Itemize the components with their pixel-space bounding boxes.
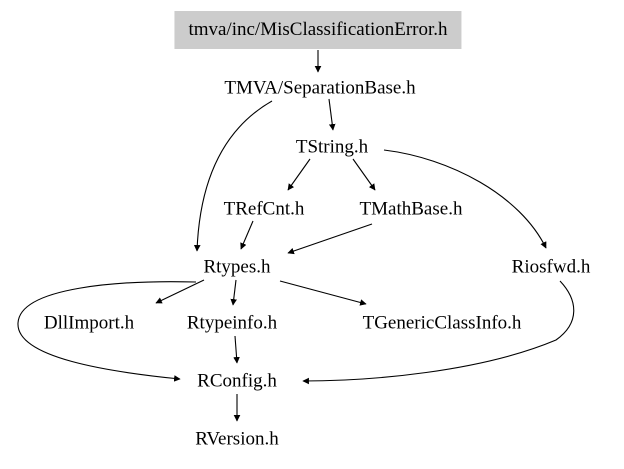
edge-rtypeinfo-to-rconfig	[233, 335, 240, 364]
edge-sepbase-to-tstring	[328, 98, 336, 131]
edge-trefcnt-to-rtypes	[240, 220, 254, 250]
edge-rtypes-to-rtypeinfo	[230, 279, 237, 306]
edge-tstring-to-trefcnt	[287, 158, 311, 191]
node-tmva-separationbase[interactable]: TMVA/SeparationBase.h	[224, 77, 416, 99]
node-tgenericclassinfo[interactable]: TGenericClassInfo.h	[362, 312, 522, 334]
node-tstring[interactable]: TString.h	[295, 136, 369, 158]
node-rconfig[interactable]: RConfig.h	[197, 370, 277, 392]
edge-rtypes-to-dllimport	[155, 279, 205, 304]
node-riosfwd[interactable]: Riosfwd.h	[511, 256, 591, 278]
node-tmathbase[interactable]: TMathBase.h	[359, 198, 463, 220]
edge-tstring-to-tmathbase	[352, 158, 376, 191]
edge-rtypes-to-tgeneric	[279, 280, 367, 306]
edge-tmathbase-to-rtypes	[287, 223, 373, 255]
edge-sepbase-to-rtypes	[193, 100, 273, 252]
node-rtypes[interactable]: Rtypes.h	[203, 256, 271, 278]
node-root[interactable]: tmva/inc/MisClassificationError.h	[174, 11, 462, 49]
node-rtypeinfo[interactable]: Rtypeinfo.h	[186, 312, 278, 334]
node-dllimport[interactable]: DllImport.h	[43, 312, 135, 334]
node-trefcnt[interactable]: TRefCnt.h	[223, 198, 305, 220]
node-rversion[interactable]: RVersion.h	[195, 428, 279, 450]
